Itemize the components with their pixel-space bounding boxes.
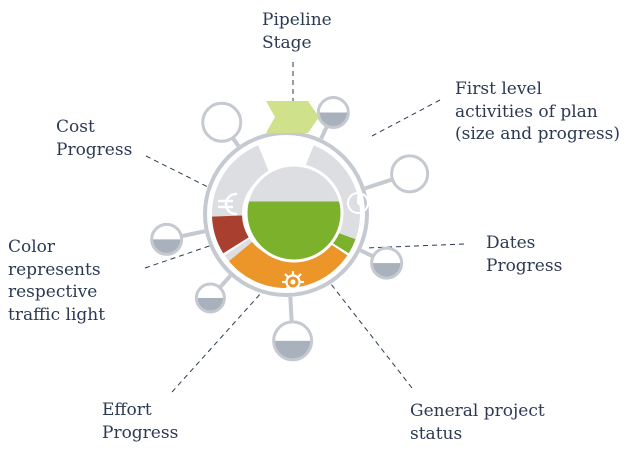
activity-gauge-icon: [316, 95, 350, 129]
clock-icon: [347, 192, 369, 214]
leader-effort: [171, 291, 263, 393]
activity-gauge-fill: [151, 239, 182, 255]
cost-progress-fill: [212, 215, 249, 254]
activity-gauge-fill: [371, 263, 402, 279]
leader-general: [305, 251, 413, 389]
activity-gauge-icon: [150, 222, 184, 256]
leader-first-level: [371, 99, 441, 137]
activity-gauge-icon: [370, 246, 404, 280]
label-dates-progress: Dates Progress: [486, 233, 563, 276]
label-first-level-activities: First level activities of plan (size and…: [455, 79, 620, 144]
label-pipeline-stage: Pipeline Stage: [262, 10, 332, 53]
euro-icon: [217, 192, 238, 216]
activity-gauge-fill: [273, 340, 312, 360]
activity-satellites: [150, 95, 430, 362]
activity-gauge-icon: [272, 320, 314, 362]
leader-color: [144, 242, 219, 269]
leader-dates: [365, 243, 465, 249]
pipeline-chevron-icon: [266, 101, 319, 133]
activity-gauge-fill: [318, 112, 349, 128]
label-color-traffic-light: Color represents respective traffic ligh…: [8, 237, 106, 325]
label-effort-progress: Effort Progress: [102, 400, 179, 443]
gear-icon: [282, 271, 304, 293]
activity-gauge-icon: [194, 282, 226, 314]
label-general-project-status: General project status: [410, 401, 545, 444]
activity-gauge-icon: [201, 101, 243, 143]
activity-gauge-icon: [390, 154, 430, 194]
label-cost-progress: Cost Progress: [56, 117, 133, 160]
